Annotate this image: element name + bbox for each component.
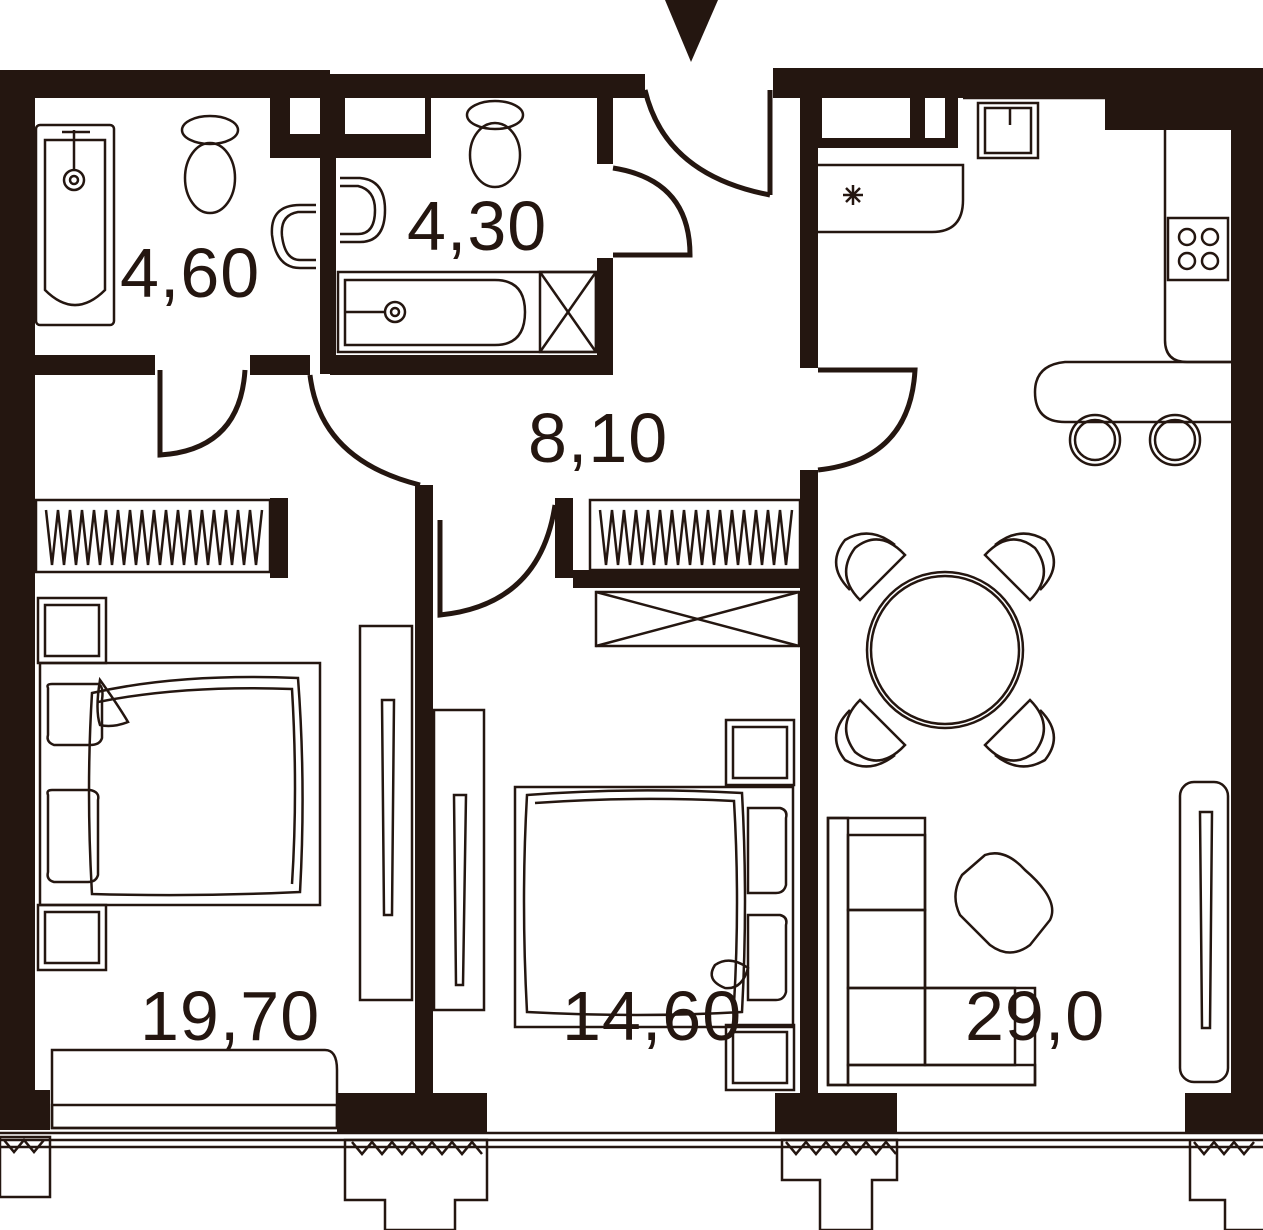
outer-walls bbox=[0, 68, 1263, 1133]
vent-shafts bbox=[290, 98, 945, 138]
wardrobe-1-pattern bbox=[44, 509, 264, 566]
bedroom-1-furniture bbox=[34, 498, 414, 1130]
wardrobe-2-pattern bbox=[598, 509, 794, 566]
bedroom-2-area: 14,60 bbox=[562, 977, 742, 1055]
bathroom-1-fixtures bbox=[34, 114, 316, 327]
kitchen-fixtures bbox=[818, 96, 1231, 467]
living-furniture bbox=[826, 780, 1230, 1087]
doors bbox=[157, 89, 918, 618]
entrance-arrow-icon bbox=[665, 0, 718, 62]
hallway-area: 8,10 bbox=[528, 399, 668, 477]
bathroom-2-area: 4,30 bbox=[407, 187, 547, 265]
bathroom-1-area: 4,60 bbox=[120, 234, 260, 312]
kitchen-living-area: 29,0 bbox=[965, 977, 1105, 1055]
bedroom-2-furniture bbox=[432, 498, 802, 1092]
window-band bbox=[0, 1131, 1263, 1230]
dining-set bbox=[835, 532, 1055, 768]
bathroom-2-fixtures bbox=[336, 99, 598, 354]
bedroom-1-area: 19,70 bbox=[140, 977, 320, 1055]
